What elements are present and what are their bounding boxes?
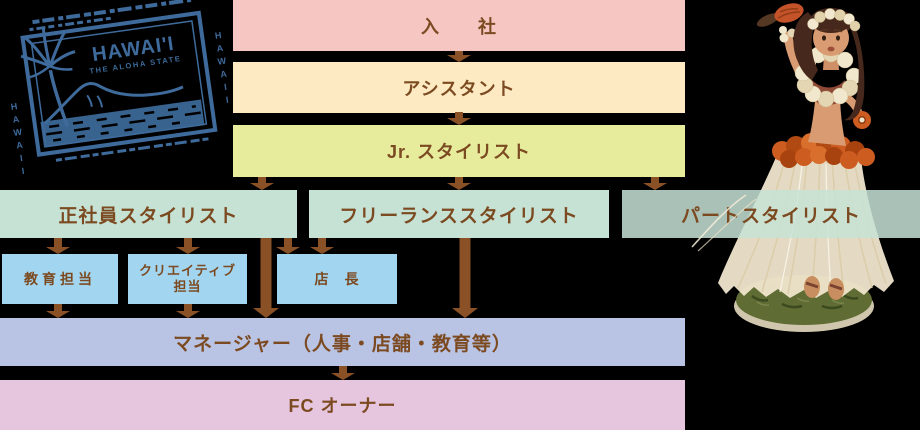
stage-manager-label: マネージャー（人事・店舗・教育等） bbox=[173, 333, 512, 355]
track-fulltime-stylist: 正社員スタイリスト bbox=[0, 190, 297, 238]
arrow-fulltime-to-education bbox=[46, 238, 70, 254]
role-education-label: 教育担当 bbox=[24, 271, 96, 287]
track-parttime-label: パートスタイリスト bbox=[680, 205, 861, 227]
arrow-manager-to-fc-owner bbox=[331, 366, 355, 380]
stage-manager: マネージャー（人事・店舗・教育等） bbox=[0, 318, 685, 366]
postcard-side-text-left: HAWAII bbox=[8, 101, 29, 175]
hawaii-postcard-svg: HAWAI'I THE ALOHA STATE HAWAII HAWAII bbox=[8, 0, 234, 180]
role-box-creative: クリエイティブ 担当 bbox=[128, 254, 247, 304]
role-creative-label-line1: クリエイティブ bbox=[139, 263, 236, 279]
arrow-freelance-to-manager bbox=[452, 238, 478, 318]
stage-join: 入 社 bbox=[233, 0, 685, 51]
stage-fc-owner-label: FC オーナー bbox=[288, 396, 397, 416]
hula-doll-svg bbox=[718, 3, 894, 332]
arrow-fulltime-to-store-manager bbox=[276, 238, 300, 254]
arrow-fulltime-to-creative bbox=[176, 238, 200, 254]
doll-feet bbox=[804, 276, 844, 300]
postcard-side-text-right: HAWAII bbox=[213, 30, 234, 109]
track-freelance-label: フリーランススタイリスト bbox=[339, 205, 579, 227]
track-freelance-stylist: フリーランススタイリスト bbox=[309, 190, 609, 238]
track-parttime-stylist: パートスタイリスト bbox=[622, 190, 920, 238]
arrow-education-to-manager bbox=[46, 304, 70, 318]
track-fulltime-label: 正社員スタイリスト bbox=[58, 205, 239, 227]
stage-join-label: 入 社 bbox=[421, 16, 497, 37]
role-store-manager-label: 店 長 bbox=[314, 271, 360, 287]
arrow-fulltime-to-manager bbox=[253, 238, 279, 318]
role-box-store-manager: 店 長 bbox=[277, 254, 397, 304]
arrow-creative-to-manager bbox=[176, 304, 200, 318]
doll-torso bbox=[808, 92, 846, 146]
arrow-jr-to-parttime bbox=[643, 177, 667, 190]
hawaii-postcard-illustration: HAWAI'I THE ALOHA STATE HAWAII HAWAII bbox=[0, 0, 235, 180]
arrow-join-to-assistant bbox=[447, 51, 471, 62]
role-creative-label-line2: 担当 bbox=[173, 279, 202, 294]
arrow-freelance-to-store-manager bbox=[310, 238, 334, 254]
stage-assistant-label: アシスタント bbox=[402, 78, 516, 99]
stage-jr-stylist: Jr. スタイリスト bbox=[233, 125, 685, 177]
arrow-assistant-to-jr bbox=[447, 112, 471, 125]
stage-assistant: アシスタント bbox=[233, 62, 685, 113]
role-box-education: 教育担当 bbox=[2, 254, 118, 304]
stage-jr-stylist-label: Jr. スタイリスト bbox=[386, 142, 532, 162]
arrow-jr-to-fulltime bbox=[250, 177, 274, 190]
stage-fc-owner: FC オーナー bbox=[0, 380, 685, 430]
doll-headband bbox=[807, 8, 861, 32]
hula-doll-figurine bbox=[712, 0, 912, 335]
arrow-jr-to-freelance bbox=[447, 177, 471, 190]
